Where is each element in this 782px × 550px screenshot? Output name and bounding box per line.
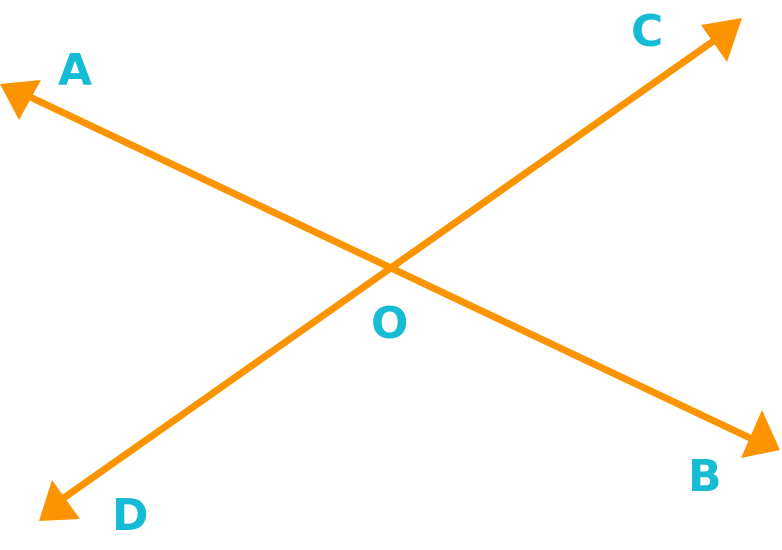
label-d: D <box>112 490 149 541</box>
line-cd <box>55 32 725 505</box>
arrowhead-d <box>39 480 80 521</box>
arrowhead-b <box>741 410 780 458</box>
label-b: B <box>688 451 722 502</box>
arrowhead-a <box>0 80 41 120</box>
label-c: C <box>631 6 663 57</box>
label-o: O <box>371 298 408 349</box>
arrowhead-c <box>701 18 742 62</box>
label-a: A <box>58 45 92 96</box>
